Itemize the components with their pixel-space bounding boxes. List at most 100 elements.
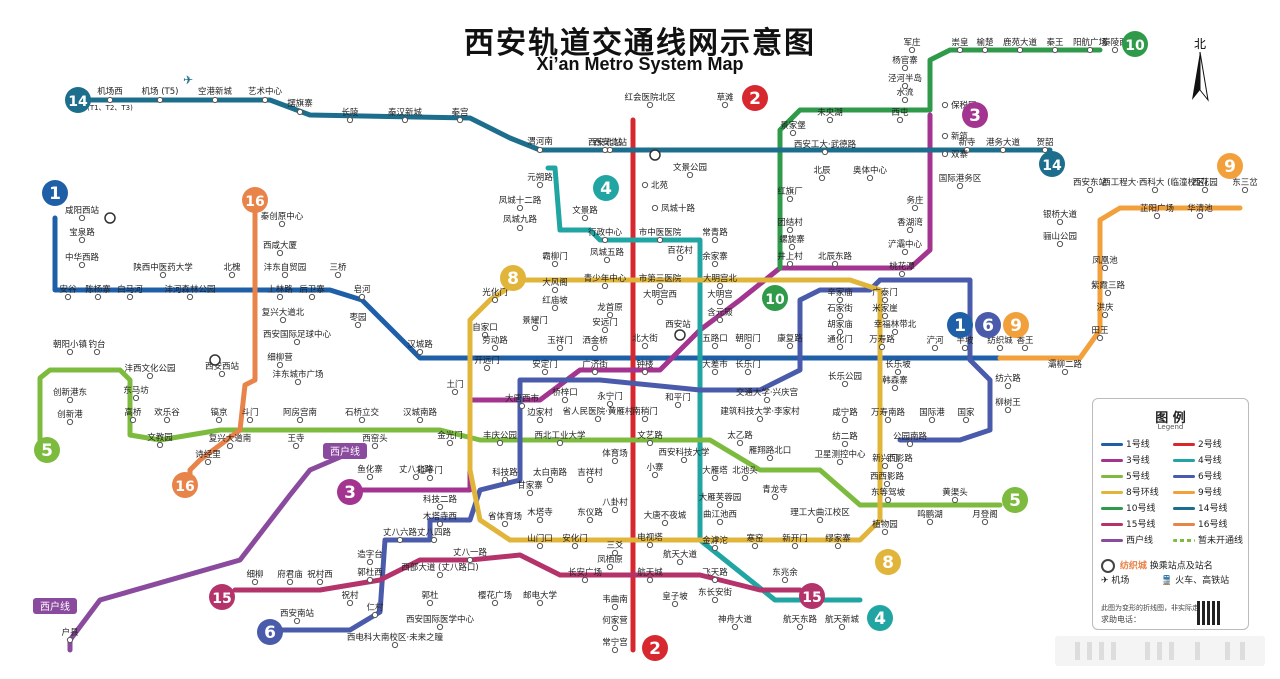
station-dot[interactable]	[612, 507, 617, 512]
station-dot[interactable]	[612, 625, 617, 630]
station-label[interactable]: 公园南路	[893, 431, 928, 442]
station-label[interactable]: 丈八六路	[383, 527, 418, 538]
station-label[interactable]: 秦宫	[451, 107, 468, 118]
station-dot[interactable]	[602, 283, 607, 288]
station-dot[interactable]	[277, 362, 282, 367]
station-dot[interactable]	[1057, 241, 1062, 246]
station-dot[interactable]	[557, 440, 562, 445]
station-dot[interactable]	[219, 371, 224, 376]
station-dot[interactable]	[612, 604, 617, 609]
station-label[interactable]: 南稍门	[632, 406, 658, 417]
station-label[interactable]: 钟楼	[636, 359, 654, 370]
station-label[interactable]: 西安国际医学中心	[406, 614, 475, 625]
station-label[interactable]: 寒窑	[746, 533, 763, 544]
station-dot[interactable]	[1062, 369, 1067, 374]
station-dot[interactable]	[837, 459, 842, 464]
station-label[interactable]: 航天城	[637, 567, 663, 578]
station-label[interactable]: 霸柳门	[542, 251, 568, 262]
station-dot[interactable]	[842, 441, 847, 446]
station-label[interactable]: 东长安街	[698, 587, 733, 598]
station-label[interactable]: 北大街	[632, 333, 658, 344]
station-label[interactable]: 鱼化寨	[357, 464, 383, 475]
station-dot[interactable]	[897, 117, 902, 122]
station-label[interactable]: 西北工业大学	[534, 430, 586, 441]
station-label[interactable]: 丈八北路	[399, 464, 434, 475]
station-dot[interactable]	[952, 497, 957, 502]
station-dot[interactable]	[942, 151, 947, 156]
station-label[interactable]: 大差市	[702, 359, 728, 370]
station-label[interactable]: 西安工大·武德路	[794, 139, 857, 150]
station-dot[interactable]	[681, 457, 686, 462]
station-label[interactable]: 祝村西	[307, 569, 333, 580]
station-label[interactable]: 青少年中心	[584, 273, 627, 284]
station-label[interactable]: 青龙寺	[762, 484, 788, 495]
station-label[interactable]: 体育场	[602, 448, 628, 459]
station-dot[interactable]	[982, 519, 987, 524]
station-dot[interactable]	[1042, 147, 1047, 152]
station-dot[interactable]	[372, 443, 377, 448]
station-label[interactable]: 艺术中心	[248, 86, 283, 97]
station-dot[interactable]	[552, 305, 557, 310]
station-dot[interactable]	[842, 417, 847, 422]
station-dot[interactable]	[295, 379, 300, 384]
station-dot[interactable]	[642, 416, 647, 421]
station-dot[interactable]	[537, 147, 542, 152]
station-label[interactable]: 西花园	[1192, 177, 1218, 188]
station-label[interactable]: 土门	[446, 379, 463, 390]
station-label[interactable]: 五路口	[702, 333, 728, 344]
station-dot[interactable]	[907, 441, 912, 446]
station-label[interactable]: 飞天路	[702, 567, 728, 578]
station-label[interactable]: 汉城南路	[403, 407, 438, 418]
station-dot[interactable]	[819, 175, 824, 180]
station-dot[interactable]	[752, 543, 757, 548]
station-dot[interactable]	[537, 182, 542, 187]
station-label[interactable]: 新开门	[782, 533, 808, 544]
station-label[interactable]: 秦汉新城	[388, 107, 423, 118]
station-dot[interactable]	[787, 227, 792, 232]
station-label[interactable]: 双寨	[951, 149, 969, 160]
station-label[interactable]: 市中医医院	[639, 227, 682, 238]
station-label[interactable]: 长乐坡	[885, 359, 911, 370]
station-label[interactable]: 朝阳门	[735, 333, 761, 344]
station-label[interactable]: 八卦村	[602, 497, 628, 508]
station-dot[interactable]	[882, 463, 887, 468]
station-dot[interactable]	[107, 97, 112, 102]
station-label[interactable]: 红会医院北区	[624, 92, 676, 103]
station-dot[interactable]	[792, 543, 797, 548]
station-dot[interactable]	[712, 475, 717, 480]
station-dot[interactable]	[592, 369, 597, 374]
station-dot[interactable]	[294, 339, 299, 344]
station-label[interactable]: 洒金桥	[582, 335, 608, 346]
station-dot[interactable]	[742, 475, 747, 480]
station-label[interactable]: 北辰	[813, 166, 831, 176]
station-dot[interactable]	[431, 537, 436, 542]
station-dot[interactable]	[532, 325, 537, 330]
station-label[interactable]: 胡家庙	[827, 319, 853, 330]
station-dot[interactable]	[595, 416, 600, 421]
station-label[interactable]: 安谷	[59, 284, 77, 295]
station-dot[interactable]	[582, 577, 587, 582]
station-label[interactable]: 钓台	[88, 339, 105, 350]
station-dot[interactable]	[347, 600, 352, 605]
station-label[interactable]: 高桥	[124, 407, 142, 418]
station-dot[interactable]	[837, 313, 842, 318]
station-label[interactable]: 电视塔	[637, 532, 663, 543]
station-label[interactable]: 万寿南路	[871, 407, 906, 418]
station-dot[interactable]	[842, 381, 847, 386]
station-label[interactable]: 木塔寺	[527, 507, 553, 518]
station-dot[interactable]	[790, 130, 795, 135]
station-dot[interactable]	[882, 529, 887, 534]
station-label[interactable]: 造字台	[357, 549, 383, 560]
station-label[interactable]: 凤凰池	[1092, 255, 1118, 266]
station-label[interactable]: 仁村	[366, 602, 384, 613]
station-dot[interactable]	[899, 271, 904, 276]
station-label[interactable]: 三桥	[329, 262, 347, 273]
station-dot[interactable]	[1005, 383, 1010, 388]
station-dot[interactable]	[367, 474, 372, 479]
station-label[interactable]: 上林路	[267, 284, 293, 295]
station-label[interactable]: 山门口	[527, 533, 553, 544]
station-label[interactable]: 新寺	[958, 137, 976, 148]
station-label[interactable]: 郭杜	[421, 590, 439, 601]
station-label[interactable]: 康复路	[777, 333, 803, 344]
station-dot[interactable]	[309, 294, 314, 299]
